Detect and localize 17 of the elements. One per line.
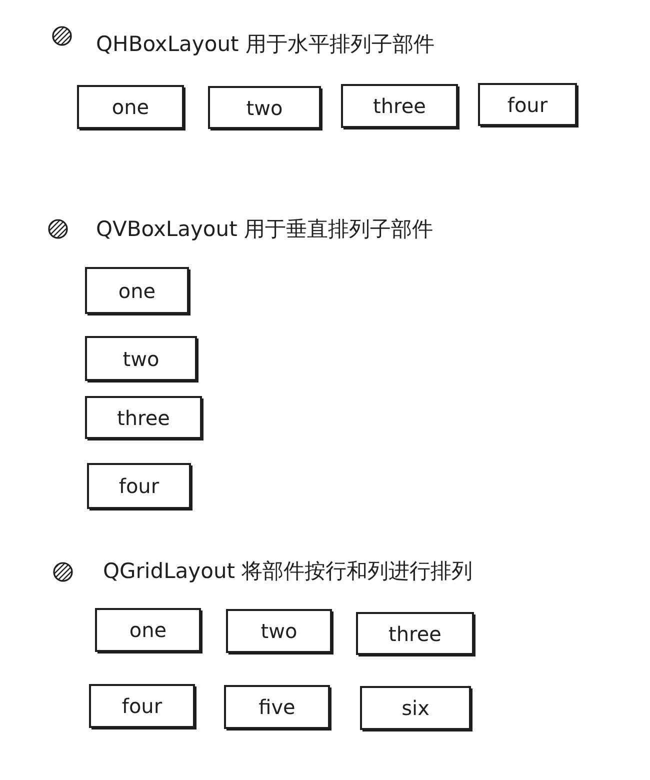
widget-box: two <box>85 336 197 381</box>
widget-box: two <box>226 609 332 653</box>
section-heading: QGridLayout 将部件按行和列进行排列 <box>103 558 473 585</box>
section-heading: QVBoxLayout 用于垂直排列子部件 <box>96 216 433 243</box>
widget-box: four <box>87 463 191 509</box>
widget-box: four <box>89 684 195 728</box>
widget-box: one <box>95 608 201 652</box>
widget-box: one <box>85 267 189 314</box>
widget-box: six <box>360 686 471 730</box>
widget-box: one <box>77 85 184 129</box>
widget-box: three <box>356 612 474 655</box>
widget-box: three <box>341 84 458 128</box>
widget-box: two <box>208 86 321 129</box>
widget-box: four <box>478 83 577 126</box>
widget-box: three <box>85 396 202 439</box>
section-heading: QHBoxLayout 用于水平排列子部件 <box>96 31 434 58</box>
widget-box: five <box>224 685 330 729</box>
